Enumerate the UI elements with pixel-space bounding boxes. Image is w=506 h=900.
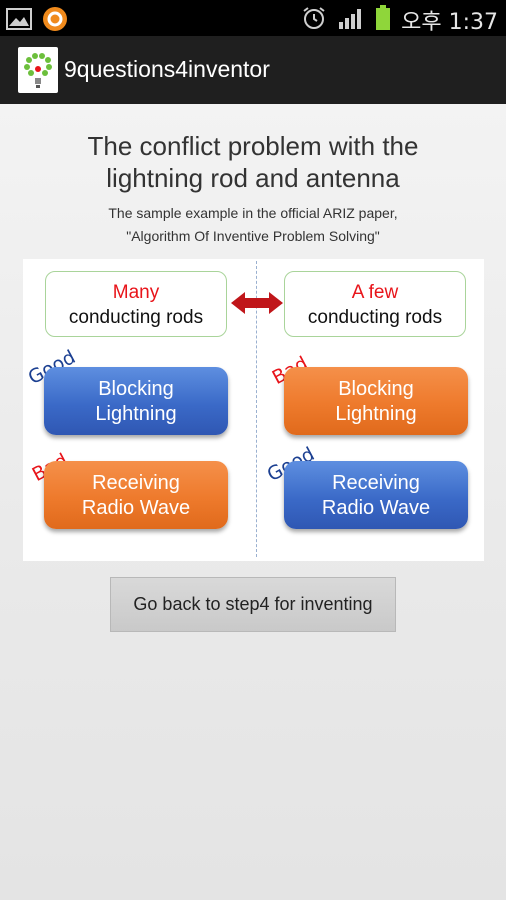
right-bottom-pill-line2: Radio Wave xyxy=(321,497,431,519)
app-logo-icon[interactable] xyxy=(18,47,58,93)
right-top-pill-line2: Lightning xyxy=(335,403,417,425)
right-condition-quantity: A few xyxy=(351,282,399,303)
signal-icon xyxy=(337,6,365,35)
diagram-divider xyxy=(256,261,257,557)
conflict-arrow-icon xyxy=(231,292,283,314)
right-receiving-radio-pill: Receiving Radio Wave xyxy=(284,461,468,529)
left-bottom-pill-line1: Receiving xyxy=(92,472,180,494)
page-subtitle-line2: "Algorithm Of Inventive Problem Solving" xyxy=(126,228,380,244)
left-bottom-pill-line2: Radio Wave xyxy=(81,497,191,519)
status-bar: 오후 1:37 xyxy=(0,0,506,36)
page-title-line2: lightning rod and antenna xyxy=(106,163,400,193)
back-to-step4-button[interactable]: Go back to step4 for inventing xyxy=(110,577,396,632)
right-top-pill-line1: Blocking xyxy=(338,378,414,400)
right-condition-box: A few conducting rods xyxy=(284,271,466,337)
left-top-pill-line1: Blocking xyxy=(98,378,174,400)
page-title: The conflict problem with the lightning … xyxy=(0,130,506,194)
alarm-icon xyxy=(301,5,327,36)
main-content: The conflict problem with the lightning … xyxy=(0,104,506,900)
battery-icon xyxy=(375,4,391,36)
left-blocking-lightning-pill: Blocking Lightning xyxy=(44,367,228,435)
notification-icons xyxy=(6,6,68,37)
page-subtitle: The sample example in the official ARIZ … xyxy=(0,202,506,248)
left-receiving-radio-pill: Receiving Radio Wave xyxy=(44,461,228,529)
left-top-pill-line2: Lightning xyxy=(95,403,177,425)
gallery-notification-icon xyxy=(6,8,32,35)
conflict-diagram: Many conducting rods Good Blocking Light… xyxy=(23,259,484,561)
right-condition-text: conducting rods xyxy=(307,307,443,328)
action-bar: 9questions4inventor xyxy=(0,36,506,105)
page-title-line1: The conflict problem with the xyxy=(87,131,419,161)
right-bottom-pill-line1: Receiving xyxy=(332,472,420,494)
system-icons: 오후 1:37 xyxy=(301,4,498,36)
app-title: 9questions4inventor xyxy=(64,56,270,82)
left-condition-quantity: Many xyxy=(112,282,160,303)
right-blocking-lightning-pill: Blocking Lightning xyxy=(284,367,468,435)
app-notification-icon xyxy=(42,6,68,37)
page-subtitle-line1: The sample example in the official ARIZ … xyxy=(108,205,398,221)
left-condition-box: Many conducting rods xyxy=(45,271,227,337)
left-condition-text: conducting rods xyxy=(68,307,204,328)
status-time: 오후 1:37 xyxy=(401,10,498,35)
